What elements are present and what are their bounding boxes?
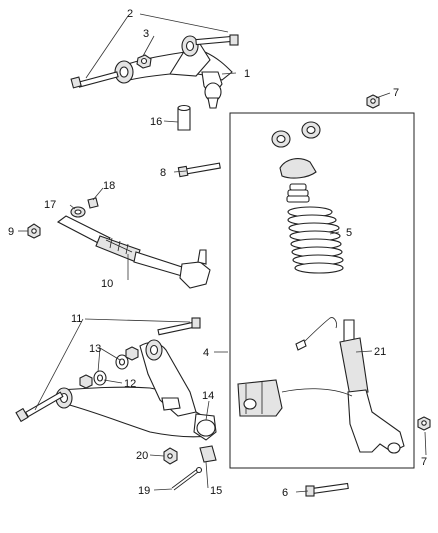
cam-bolt-washer bbox=[115, 346, 139, 370]
callout-7-lower: 7 bbox=[421, 456, 427, 468]
callout-14: 14 bbox=[202, 390, 214, 402]
callout-2: 2 bbox=[127, 8, 133, 20]
cotter-pin bbox=[171, 466, 203, 491]
callout-3: 3 bbox=[143, 28, 149, 40]
callout-17: 17 bbox=[44, 199, 56, 211]
tie-rod-nut bbox=[27, 223, 41, 239]
strut-mount-isolators bbox=[271, 121, 321, 148]
nut-7-upper bbox=[366, 94, 380, 109]
callout-11: 11 bbox=[71, 313, 82, 325]
shock-absorber bbox=[339, 319, 405, 454]
boot-clamp bbox=[70, 206, 86, 218]
callout-6: 6 bbox=[282, 487, 288, 499]
callout-labels: 2 3 1 7 16 8 18 17 9 5 10 11 13 4 21 12 … bbox=[8, 8, 427, 499]
leader-lines bbox=[18, 13, 427, 493]
lower-arm-bolt-rear bbox=[15, 391, 64, 423]
callout-15: 15 bbox=[210, 485, 222, 497]
nut-7-lower bbox=[417, 416, 431, 431]
upper-arm-bolt-left bbox=[70, 71, 119, 89]
sensor-wire bbox=[281, 317, 353, 397]
bump-stop bbox=[177, 104, 191, 131]
callout-12: 12 bbox=[124, 378, 136, 390]
callout-7-upper: 7 bbox=[393, 87, 399, 99]
tie-rod-assembly bbox=[56, 215, 211, 289]
strut-assembly-box bbox=[229, 112, 415, 469]
strut-actuator bbox=[237, 379, 283, 417]
coil-spring bbox=[287, 206, 344, 274]
callout-16: 16 bbox=[150, 116, 162, 128]
upper-spring-seat bbox=[279, 158, 317, 179]
callout-8: 8 bbox=[160, 167, 166, 179]
callout-1: 1 bbox=[244, 68, 250, 80]
grease-fitting bbox=[87, 197, 99, 209]
bolt-8 bbox=[177, 162, 221, 178]
callout-4: 4 bbox=[203, 347, 209, 359]
lower-control-arm bbox=[55, 339, 217, 463]
callout-10: 10 bbox=[101, 278, 113, 290]
callout-9: 9 bbox=[8, 226, 14, 238]
callout-13: 13 bbox=[89, 343, 101, 355]
callout-5: 5 bbox=[346, 227, 352, 239]
bolt-6 bbox=[305, 482, 349, 497]
jounce-bumper bbox=[286, 183, 310, 203]
upper-arm-bolt-right bbox=[195, 34, 239, 46]
ball-joint-nut bbox=[163, 447, 178, 465]
lower-arm-bolt-front bbox=[157, 317, 201, 336]
callout-18: 18 bbox=[103, 180, 115, 192]
upper-arm-nut bbox=[136, 54, 152, 69]
upper-control-arm bbox=[114, 35, 233, 109]
lower-arm-nut-washer bbox=[79, 370, 107, 389]
callout-20: 20 bbox=[136, 450, 148, 462]
callout-21: 21 bbox=[374, 346, 386, 358]
callout-19: 19 bbox=[138, 485, 150, 497]
